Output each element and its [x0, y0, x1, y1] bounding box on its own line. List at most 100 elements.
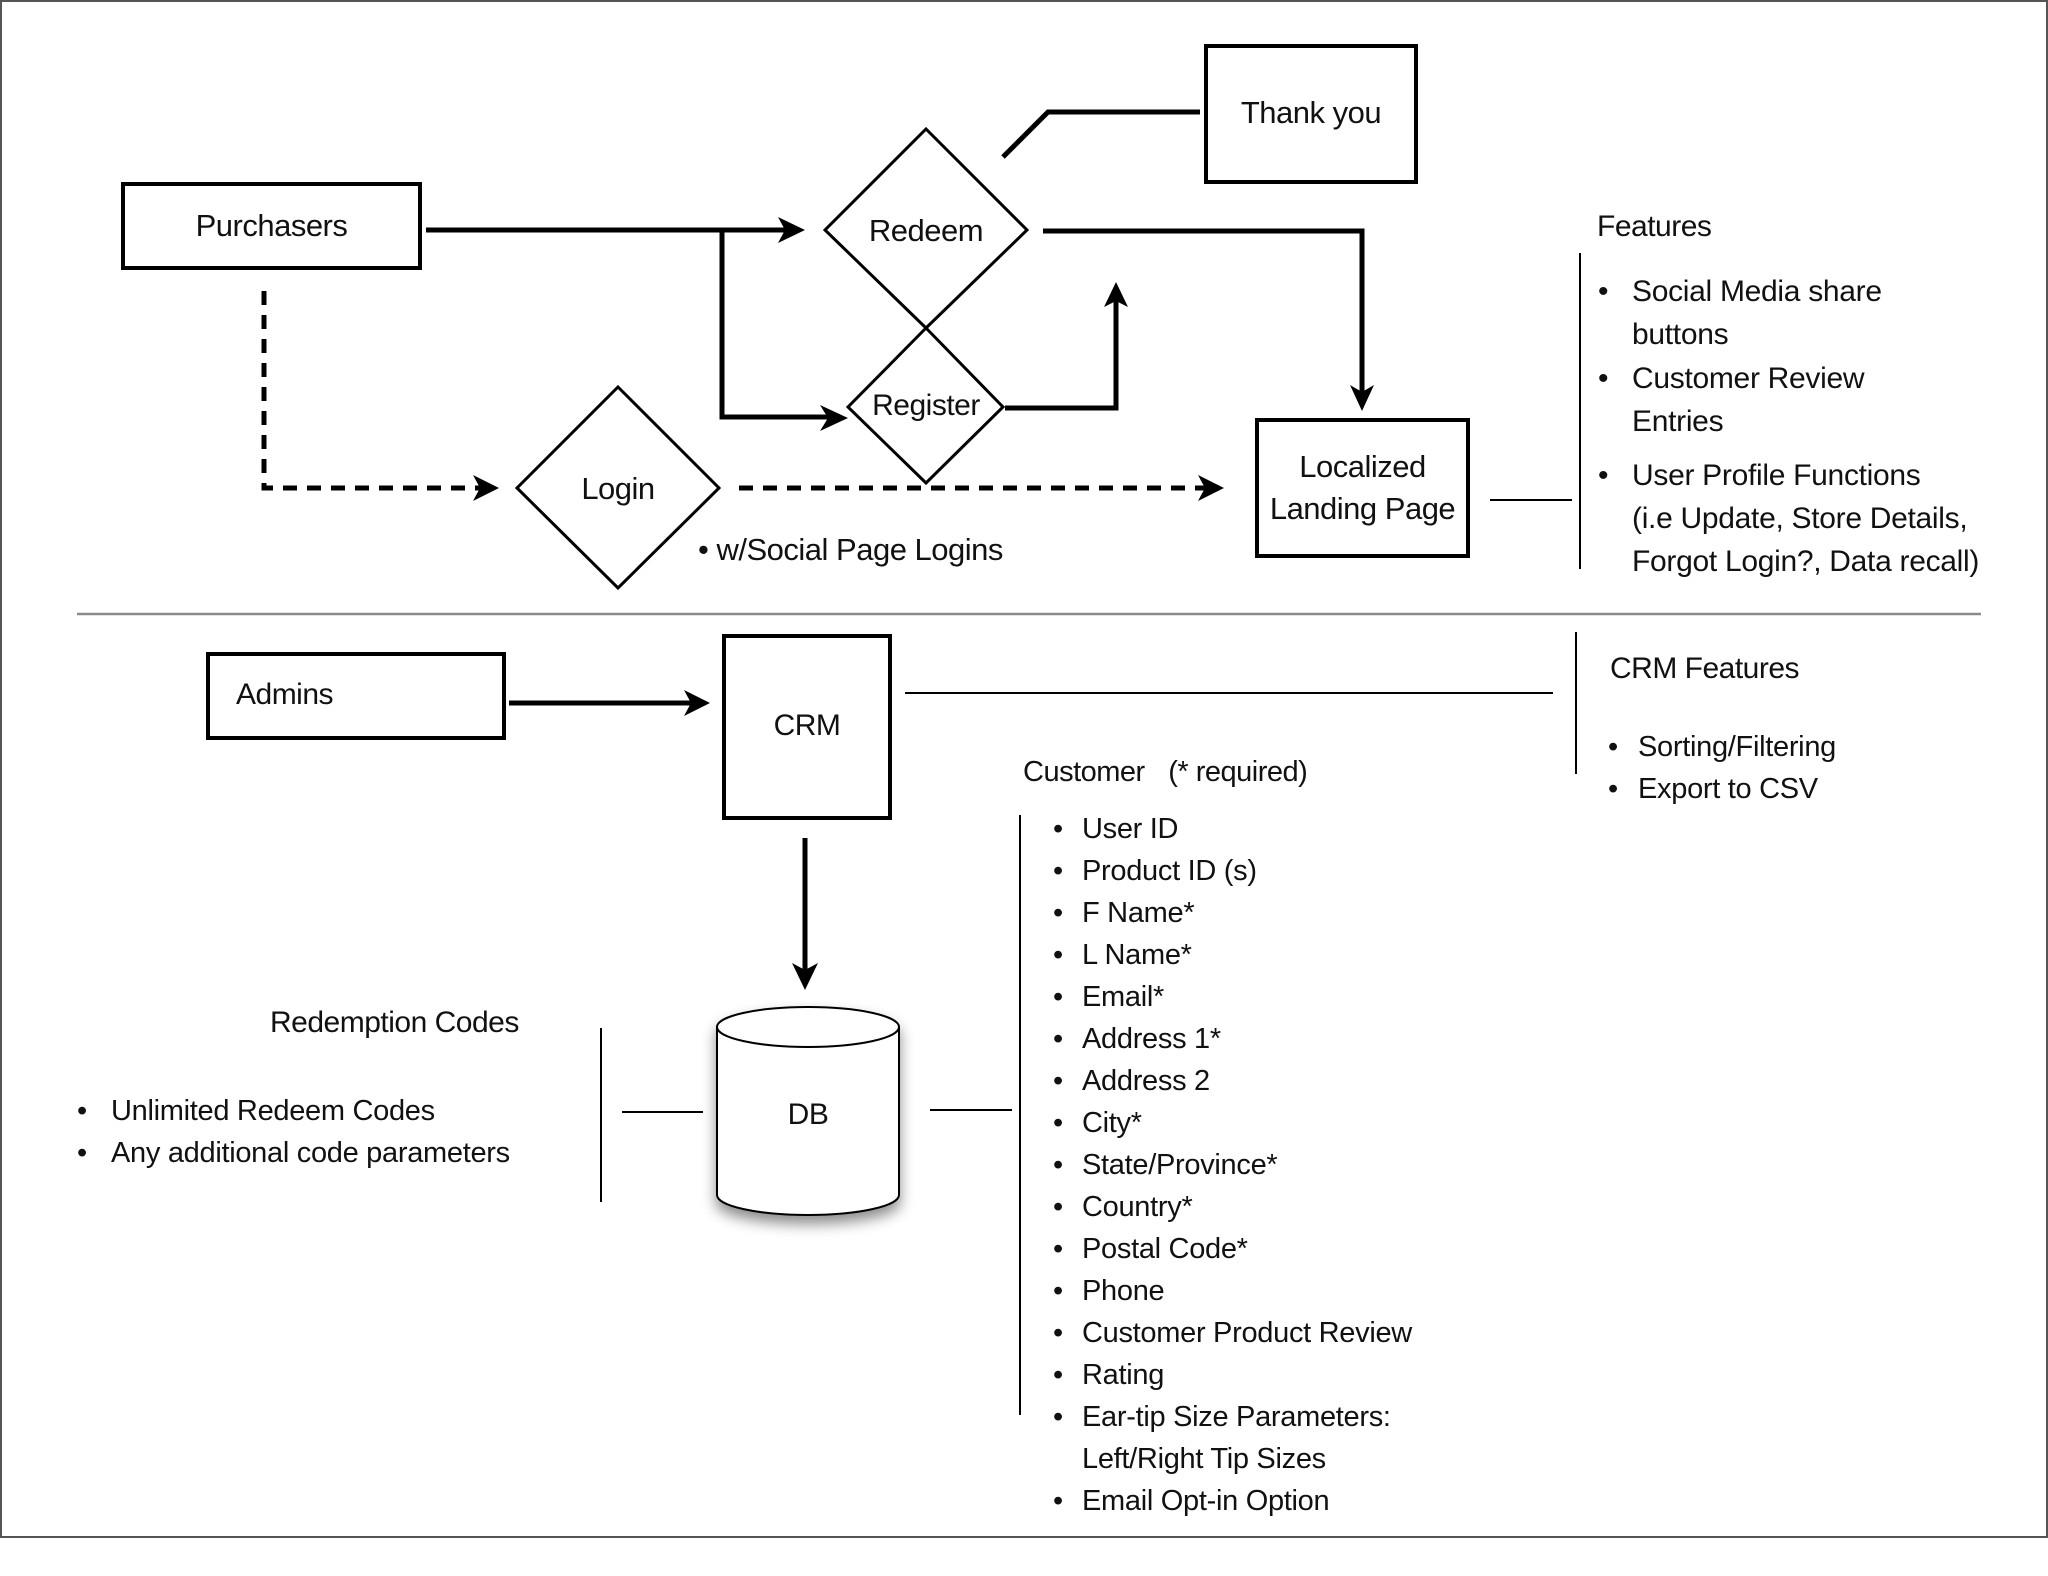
customer-field-text: Postal Code* [1082, 1233, 1248, 1265]
features-item-line: Forgot Login?, Data recall) [1632, 545, 1980, 578]
register-diamond [845, 325, 1006, 486]
crm-box [722, 634, 892, 820]
bullet-icon: • [1053, 981, 1063, 1013]
bullet-icon: • [1053, 1359, 1063, 1391]
features-list: • Social Media share buttons • Customer … [1598, 270, 1979, 583]
bullet-icon: • [1598, 275, 1609, 308]
login-label: Login [581, 471, 655, 506]
customer-field-item: •City* [1053, 1102, 1412, 1144]
customer-field-item: •Rating [1053, 1354, 1412, 1396]
features-item-line: Social Media share [1632, 275, 1882, 308]
bullet-icon: • [1053, 1107, 1063, 1139]
customer-field-text: Product ID (s) [1082, 855, 1257, 887]
crm-features-item: • Sorting/Filtering [1608, 726, 1836, 768]
redemption-codes-list: • Unlimited Redeem Codes • Any additiona… [77, 1090, 510, 1174]
customer-field-text: User ID [1082, 813, 1179, 845]
arrowhead-to-crm [684, 690, 710, 716]
db-cylinder-top [716, 1006, 900, 1048]
connector-redeem-landing [1043, 228, 1365, 395]
customer-field-text: Address 1* [1082, 1023, 1221, 1055]
bullet-icon: • [1053, 1275, 1063, 1307]
login-diamond [514, 384, 722, 591]
features-item: • Social Media share buttons [1598, 270, 1979, 356]
bullet-icon: • [1053, 1317, 1063, 1349]
db-cylinder-body [716, 1026, 900, 1216]
connector-redeem-thankyou [1001, 109, 1200, 159]
connector-branch-register [719, 230, 832, 420]
bullet-icon: • [1608, 731, 1618, 763]
bullet-icon: • [1598, 362, 1609, 395]
arrowhead-to-redeem [778, 217, 805, 243]
connector-register-up [1005, 298, 1119, 411]
redemption-codes-title: Redemption Codes [270, 1006, 519, 1039]
redemption-codes-item-text: Any additional code parameters [111, 1137, 510, 1169]
landing-page-label-line-2: Landing Page [1269, 491, 1456, 526]
login-note: • w/Social Page Logins [698, 534, 1003, 565]
customer-field-item: • Postal Code* [1053, 1228, 1412, 1270]
bullet-icon: • [77, 1095, 87, 1127]
customer-field-item: • Country* [1053, 1186, 1412, 1228]
arrowhead-to-landing [1350, 385, 1374, 411]
bullet-icon: • [1053, 1191, 1063, 1223]
dashed-connector-purchasers-login [261, 291, 484, 491]
customer-field-item: • Email* [1053, 976, 1412, 1018]
crm-features-item-text: Export to CSV [1638, 773, 1818, 805]
customer-field-item: • Customer Product Review [1053, 1312, 1412, 1354]
arrowhead-to-db [792, 963, 818, 990]
bullet-icon: • [1053, 1401, 1063, 1433]
bullet-icon: • [77, 1137, 87, 1169]
bullet-icon: • [1053, 1233, 1063, 1265]
customer-field-item: • Email Opt-in Option [1053, 1480, 1412, 1522]
bullet-icon: • [1053, 939, 1063, 971]
login-note-bullet: • [698, 532, 709, 567]
purchasers-box [121, 182, 422, 270]
customer-field-text: Email* [1082, 981, 1164, 1013]
features-item-line: (i.e Update, Store Details, [1632, 502, 1968, 535]
customer-title-text: Customer [1023, 756, 1145, 788]
redemption-codes-item: • Any additional code parameters [77, 1132, 510, 1174]
features-item: • User Profile Functions (i.e Update, St… [1598, 454, 1979, 583]
crm-label: CRM [773, 709, 841, 742]
customer-field-item: •Address 1* [1053, 1018, 1412, 1060]
features-item: • Customer Review Entries [1598, 357, 1979, 443]
db-label: DB [787, 1098, 829, 1131]
crm-features-item-text: Sorting/Filtering [1638, 731, 1836, 763]
customer-field-text: State/Province* [1082, 1149, 1278, 1181]
customer-field-text: Customer Product Review [1082, 1317, 1412, 1349]
redemption-codes-item-text: Unlimited Redeem Codes [111, 1095, 435, 1127]
bullet-icon: • [1598, 459, 1609, 492]
purchasers-label: Purchasers [195, 208, 348, 243]
admins-box [206, 652, 506, 740]
crm-features-list: • Sorting/Filtering • Export to CSV [1608, 726, 1836, 810]
register-label: Register [872, 389, 980, 422]
bullet-icon: • [1053, 1065, 1063, 1097]
bullet-icon: • [1608, 773, 1618, 805]
customer-field-text: Ear-tip Size Parameters: [1082, 1401, 1391, 1433]
thankyou-box [1204, 44, 1418, 184]
features-item-line: Customer Review [1632, 362, 1865, 395]
customer-field-item: •L Name* [1053, 934, 1412, 976]
customer-required-note: (* required) [1168, 756, 1308, 788]
bullet-icon: • [1053, 1149, 1063, 1181]
customer-field-item: • User ID [1053, 808, 1412, 850]
redemption-codes-item: • Unlimited Redeem Codes [77, 1090, 510, 1132]
crm-features-title: CRM Features [1610, 652, 1800, 685]
customer-field-item: • State/Province* [1053, 1144, 1412, 1186]
features-title: Features [1597, 210, 1712, 243]
bullet-icon: • [1053, 897, 1063, 929]
thankyou-label: Thank you [1240, 95, 1382, 130]
landing-page-label: Localized Landing Page [1257, 444, 1468, 532]
features-item-line: User Profile Functions [1632, 459, 1921, 492]
landing-page-label-line-1: Localized [1299, 449, 1426, 484]
customer-field-text: Country* [1082, 1191, 1193, 1223]
customer-field-item: •F Name* [1053, 892, 1412, 934]
customer-field-text: Email Opt-in Option [1082, 1485, 1330, 1517]
bullet-icon: • [1053, 813, 1063, 845]
db-cylinder [716, 1006, 900, 1216]
arrowhead-up [1104, 282, 1128, 307]
customer-field-text: Left/Right Tip Sizes [1082, 1443, 1326, 1475]
customer-field-text: Address 2 [1082, 1065, 1210, 1097]
arrowhead-to-register [820, 405, 848, 431]
bullet-icon: • [1053, 1485, 1063, 1517]
